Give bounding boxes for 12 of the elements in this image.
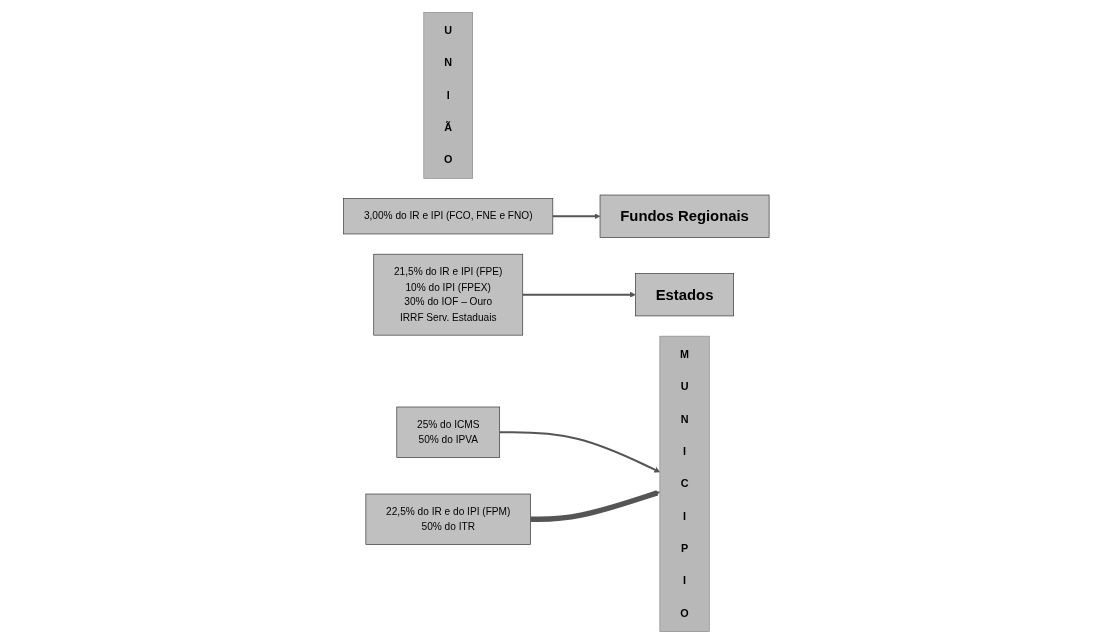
arrow <box>552 213 601 220</box>
node-box: 21,5% do IR e IPI (FPE) 10% do IPI (FPEX) 30% do IOF – Ouro IRRF Serv. Estaduais <box>373 253 524 336</box>
arrow <box>530 490 661 522</box>
arrow <box>522 291 636 298</box>
arrow <box>499 431 661 473</box>
node-box: M U N I C I P I O <box>659 335 710 632</box>
node-box: Fundos Regionais <box>599 194 770 238</box>
node-box: 3,00% do IR e IPI (FCO, FNE e FNO) <box>343 198 554 235</box>
node-box: 25% do ICMS 50% do IPVA <box>396 406 501 458</box>
node-box: U N I Ã O <box>423 12 474 179</box>
node-box: Estados <box>635 273 735 317</box>
node-box: 22,5% do IR e do IPI (FPM) 50% do ITR <box>365 493 532 545</box>
